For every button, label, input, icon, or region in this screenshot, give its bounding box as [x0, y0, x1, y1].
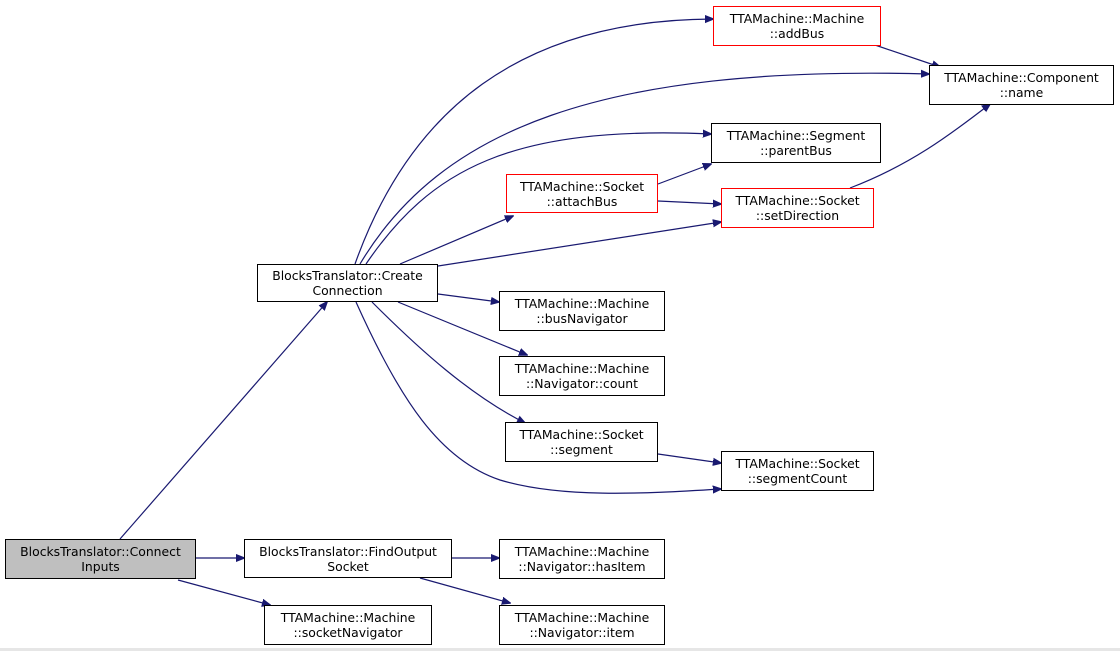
node-connect-inputs-line1: BlocksTranslator::Connect [20, 544, 181, 559]
node-socket-navigator-line2: ::socketNavigator [293, 625, 403, 640]
node-socket-navigator[interactable]: TTAMachine::Machine ::socketNavigator [264, 605, 432, 645]
node-component-name[interactable]: TTAMachine::Component ::name [929, 65, 1114, 105]
node-navigator-count[interactable]: TTAMachine::Machine ::Navigator::count [499, 356, 665, 396]
node-socket-attach-bus[interactable]: TTAMachine::Socket ::attachBus [506, 174, 658, 213]
edge-create-connection-to-segment-parent-bus [365, 133, 711, 265]
node-component-name-line2: ::name [999, 85, 1044, 100]
edge-create-connection-to-socket-attach-bus [399, 216, 513, 265]
node-socket-segment-count-line2: ::segmentCount [747, 471, 848, 486]
edge-socket-segment-to-socket-segment-count [657, 453, 721, 463]
node-navigator-count-line1: TTAMachine::Machine [514, 361, 650, 376]
node-navigator-has-item[interactable]: TTAMachine::Machine ::Navigator::hasItem [499, 539, 665, 579]
edge-find-output-socket-to-navigator-item [419, 577, 510, 603]
edge-create-connection-to-socket-set-direction [437, 222, 721, 267]
node-navigator-has-item-line1: TTAMachine::Machine [514, 544, 650, 559]
node-find-output-socket-line2: Socket [327, 558, 369, 574]
node-socket-segment-count-line1: TTAMachine::Socket [735, 456, 860, 471]
node-add-bus-line2: ::addBus [769, 26, 825, 41]
node-bus-navigator-line1: TTAMachine::Machine [514, 296, 650, 311]
node-segment-parent-bus-line2: ::parentBus [760, 143, 832, 158]
node-create-connection-line1: BlocksTranslator::Create [272, 268, 423, 283]
node-segment-parent-bus-line1: TTAMachine::Segment [726, 128, 866, 143]
edge-create-connection-to-add-bus [354, 19, 713, 265]
node-find-output-socket[interactable]: BlocksTranslator::FindOutput Socket [244, 539, 452, 578]
node-bus-navigator-line2: ::busNavigator [536, 311, 628, 326]
edge-socket-attach-bus-to-segment-parent-bus [657, 164, 711, 185]
node-socket-segment-count[interactable]: TTAMachine::Socket ::segmentCount [721, 451, 874, 491]
node-create-connection-line2: Connection [312, 283, 383, 298]
node-navigator-item-line1: TTAMachine::Machine [514, 610, 650, 625]
node-navigator-item-line2: ::Navigator::item [529, 625, 635, 640]
node-add-bus[interactable]: TTAMachine::Machine ::addBus [713, 6, 881, 46]
edge-create-connection-to-socket-segment-count [355, 301, 721, 494]
node-navigator-count-line2: ::Navigator::count [525, 376, 639, 391]
node-socket-segment-line2: ::segment [550, 442, 613, 457]
node-add-bus-line1: TTAMachine::Machine [729, 11, 865, 26]
node-connect-inputs-line2: Inputs [81, 559, 120, 574]
edge-create-connection-to-navigator-count [397, 301, 527, 355]
node-socket-attach-bus-line2: ::attachBus [546, 193, 618, 209]
node-connect-inputs: BlocksTranslator::Connect Inputs [5, 539, 196, 579]
node-socket-set-direction-line2: ::setDirection [755, 208, 840, 223]
node-segment-parent-bus[interactable]: TTAMachine::Segment ::parentBus [711, 123, 881, 163]
node-socket-segment-line1: TTAMachine::Socket [519, 427, 644, 442]
node-find-output-socket-line1: BlocksTranslator::FindOutput [259, 543, 437, 559]
node-create-connection[interactable]: BlocksTranslator::Create Connection [257, 264, 438, 302]
node-bus-navigator[interactable]: TTAMachine::Machine ::busNavigator [499, 291, 665, 331]
edge-socket-attach-bus-to-socket-set-direction [657, 201, 721, 204]
edge-add-bus-to-component-name [874, 44, 940, 67]
edge-connect-inputs-to-create-connection [119, 302, 327, 540]
edge-create-connection-to-bus-navigator [437, 293, 499, 302]
edge-connect-inputs-to-socket-navigator [177, 579, 270, 605]
node-component-name-line1: TTAMachine::Component [944, 70, 1099, 85]
node-socket-navigator-line1: TTAMachine::Machine [280, 610, 416, 625]
page-bottom-divider [0, 648, 1120, 651]
node-socket-set-direction[interactable]: TTAMachine::Socket ::setDirection [721, 188, 874, 228]
edge-create-connection-to-socket-segment [371, 301, 525, 423]
edge-socket-set-direction-to-component-name [849, 104, 990, 189]
node-navigator-item[interactable]: TTAMachine::Machine ::Navigator::item [499, 605, 665, 645]
node-socket-set-direction-line1: TTAMachine::Socket [735, 193, 860, 208]
node-socket-attach-bus-line1: TTAMachine::Socket [519, 178, 645, 194]
edge-create-connection-to-component-name [359, 73, 929, 265]
node-socket-segment[interactable]: TTAMachine::Socket ::segment [505, 422, 658, 462]
node-navigator-has-item-line2: ::Navigator::hasItem [518, 559, 646, 574]
